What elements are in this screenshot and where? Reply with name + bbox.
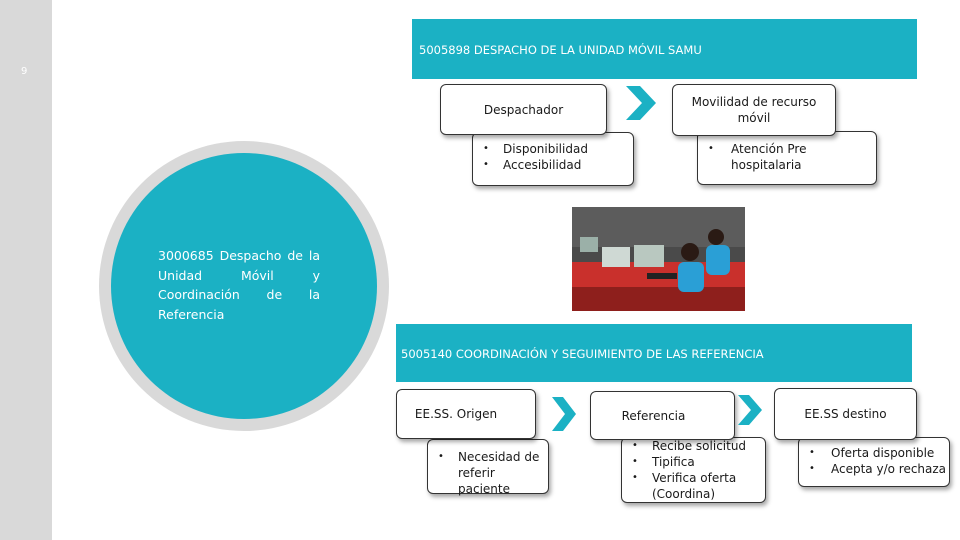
control-room-photo — [572, 207, 745, 311]
despachador-box: Despachador — [440, 84, 607, 135]
referencia-box: Referencia — [590, 391, 735, 440]
despachador-details-box: Disponibilidad Accesibilidad — [472, 132, 634, 186]
origen-box: EE.SS. Origen — [396, 389, 536, 439]
chevron-right-icon — [552, 397, 576, 431]
chevron-right-icon — [738, 395, 762, 425]
chevron-right-icon — [626, 86, 656, 120]
circle-label: 3000685 Despacho de la Unidad Móvil y Co… — [158, 246, 320, 324]
destino-box: EE.SS destino — [774, 388, 917, 440]
referencia-title: Referencia — [622, 408, 686, 424]
destino-details-box: Oferta disponible Acepta y/o rechaza — [798, 437, 950, 487]
bottom-process-title: 5005140 COORDINACIÓN Y SEGUIMIENTO DE LA… — [401, 347, 764, 361]
bottom-process-banner: 5005140 COORDINACIÓN Y SEGUIMIENTO DE LA… — [396, 324, 912, 382]
movilidad-title: Movilidad de recurso móvil — [684, 94, 824, 126]
left-sidebar — [0, 0, 52, 540]
referencia-item: Tipifica — [622, 454, 765, 470]
referencia-details-box: Recibe solicitud Tipifica Verifica ofert… — [621, 437, 766, 503]
despachador-item: Accesibilidad — [473, 157, 633, 173]
despachador-item: Disponibilidad — [473, 141, 633, 157]
top-process-title: 5005898 DESPACHO DE LA UNIDAD MÓVIL SAMU — [419, 43, 702, 57]
movilidad-details-box: Atención Pre hospitalaria — [697, 131, 877, 185]
origen-item: Necesidad de referir paciente — [428, 449, 548, 497]
slide-number: 9 — [21, 66, 27, 77]
despachador-title: Despachador — [484, 102, 563, 118]
referencia-item: Verifica oferta (Coordina) — [622, 470, 765, 502]
movilidad-box: Movilidad de recurso móvil — [672, 84, 836, 136]
destino-item: Acepta y/o rechaza — [799, 461, 949, 477]
referencia-item: Recibe solicitud — [622, 438, 765, 454]
origen-details-box: Necesidad de referir paciente — [427, 439, 549, 494]
origen-title: EE.SS. Origen — [415, 406, 497, 422]
destino-item: Oferta disponible — [799, 445, 949, 461]
movilidad-item: Atención Pre hospitalaria — [698, 141, 876, 173]
top-process-banner: 5005898 DESPACHO DE LA UNIDAD MÓVIL SAMU — [412, 19, 917, 79]
destino-title: EE.SS destino — [804, 406, 886, 422]
